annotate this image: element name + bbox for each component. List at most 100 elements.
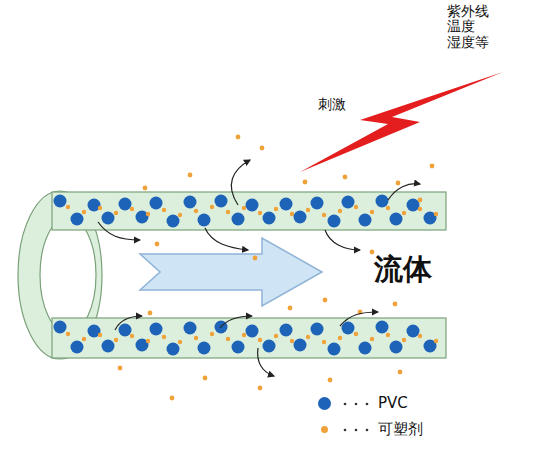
- particle: [143, 186, 148, 191]
- particle: [338, 209, 342, 213]
- particle: [280, 324, 293, 337]
- particle: [407, 199, 420, 212]
- particle: [198, 342, 211, 355]
- particle: [82, 337, 86, 341]
- legend-text: PVC: [378, 394, 408, 412]
- particle: [167, 343, 180, 356]
- particle: [303, 180, 308, 185]
- particle: [210, 332, 214, 336]
- particle: [359, 214, 372, 227]
- particle: [370, 337, 374, 341]
- particle: [98, 333, 102, 337]
- particle: [226, 210, 230, 214]
- particle: [338, 336, 342, 340]
- particle: [396, 181, 401, 186]
- particle: [294, 211, 307, 224]
- particle: [263, 340, 276, 353]
- particle: [370, 250, 375, 255]
- particle: [290, 339, 294, 343]
- particle: [288, 306, 293, 311]
- particle: [294, 339, 307, 352]
- particle: [311, 323, 324, 336]
- particle: [170, 396, 175, 401]
- particle: [232, 213, 245, 226]
- particle: [167, 215, 180, 228]
- migration-arrows: [98, 160, 420, 376]
- particle: [66, 205, 70, 209]
- particle: [306, 208, 310, 212]
- particle: [119, 324, 132, 337]
- particle: [162, 208, 166, 212]
- particle: [253, 256, 258, 261]
- particle: [242, 333, 246, 337]
- particle: [102, 212, 115, 225]
- particle: [328, 378, 333, 383]
- particle: [376, 321, 389, 334]
- particle: [246, 199, 259, 212]
- particle: [386, 333, 390, 337]
- particle: [226, 337, 230, 341]
- particle: [430, 164, 435, 169]
- flow-arrow: [140, 238, 322, 306]
- particle: [342, 196, 355, 209]
- particle: [54, 321, 67, 334]
- particle: [236, 135, 241, 140]
- particle: [98, 206, 102, 210]
- particle: [82, 210, 86, 214]
- particle: [102, 340, 115, 353]
- particle: [146, 339, 150, 343]
- particle: [434, 212, 438, 216]
- legend-swatch: [318, 397, 331, 410]
- particle: [232, 341, 245, 354]
- particle: [203, 376, 208, 381]
- particle: [119, 198, 132, 211]
- particle: [376, 195, 389, 208]
- particle: [194, 209, 198, 213]
- particle: [322, 213, 326, 217]
- particle: [258, 386, 263, 391]
- particle: [390, 213, 403, 226]
- particle: [130, 207, 134, 211]
- particle: [370, 210, 374, 214]
- particle: [328, 343, 341, 356]
- particle: [342, 322, 355, 335]
- pipe-wall-bottom: [52, 318, 446, 358]
- particle: [71, 341, 84, 354]
- particle: [290, 212, 294, 216]
- particle: [306, 335, 310, 339]
- particle: [418, 207, 422, 211]
- stimulus-label: 刺激: [318, 96, 346, 113]
- particle: [258, 338, 262, 342]
- particle: [184, 322, 197, 335]
- particle: [280, 198, 293, 211]
- particle: [178, 340, 182, 344]
- particle: [322, 340, 326, 344]
- lightning-bolt: [300, 72, 503, 172]
- particle: [354, 205, 358, 209]
- particle: [210, 205, 214, 209]
- particle: [114, 338, 118, 342]
- particle: [359, 342, 372, 355]
- particle: [162, 335, 166, 339]
- particle: [386, 206, 390, 210]
- particle: [402, 211, 406, 215]
- legend-swatch: [321, 426, 328, 433]
- particle: [198, 214, 211, 227]
- fluid-label: 流体: [374, 254, 432, 286]
- particle: [148, 311, 153, 316]
- particle: [418, 198, 423, 203]
- particle: [354, 332, 358, 336]
- particle: [258, 211, 262, 215]
- particle: [54, 195, 67, 208]
- particle: [323, 298, 328, 303]
- particle: [246, 325, 259, 338]
- particle: [260, 146, 265, 151]
- particle: [263, 212, 276, 225]
- legend-leaders: [344, 403, 369, 432]
- particle: [402, 338, 406, 342]
- legend-text: 可塑剂: [378, 420, 423, 439]
- particle: [118, 366, 123, 371]
- particle: [328, 215, 341, 228]
